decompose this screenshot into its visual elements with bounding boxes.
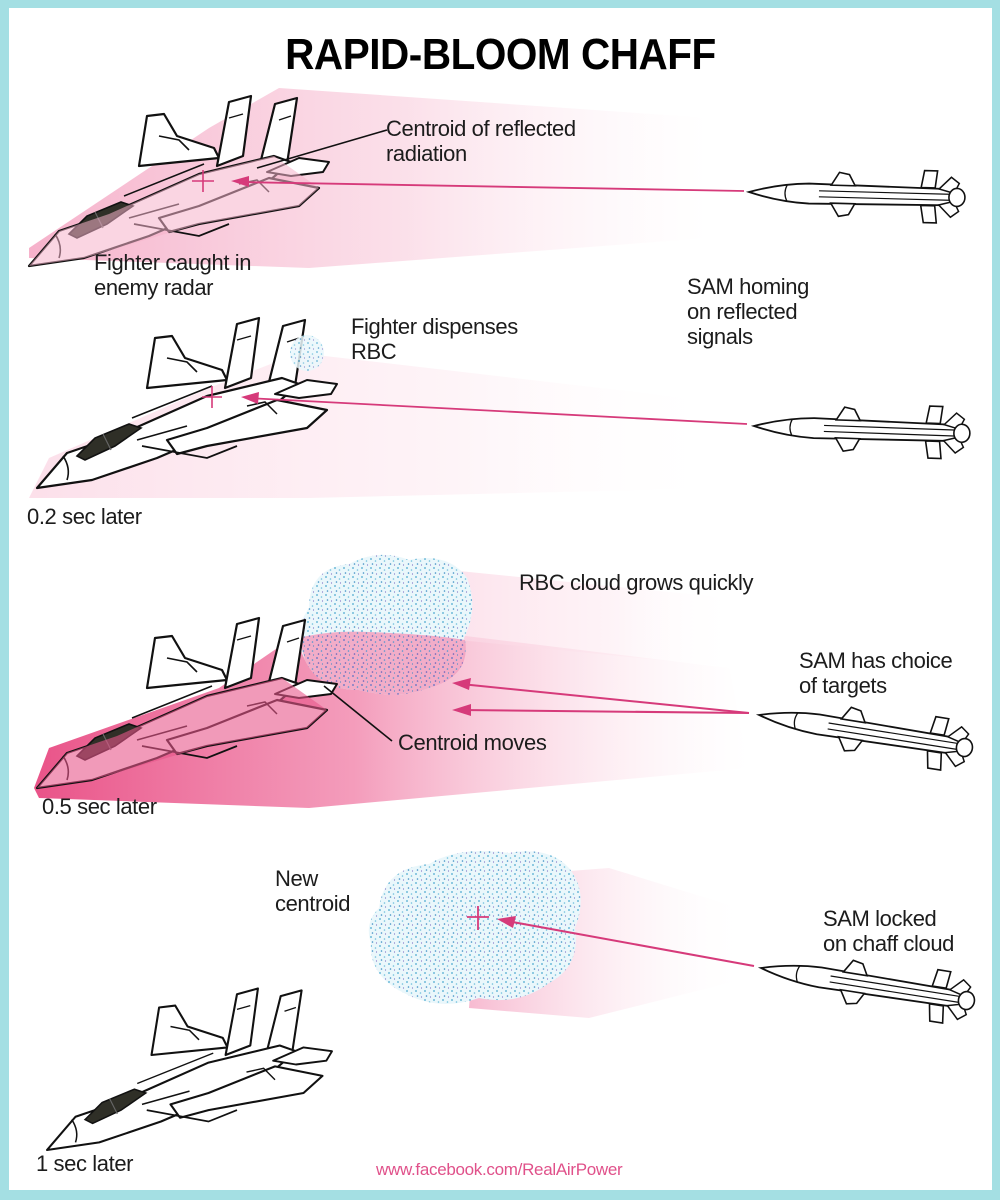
signal-arrowhead bbox=[452, 704, 471, 716]
radar-signal-line bbox=[460, 709, 750, 714]
signal-arrowhead bbox=[231, 176, 249, 187]
signal-arrowhead bbox=[241, 392, 259, 404]
signal-arrowhead bbox=[452, 678, 471, 690]
sam-missile-icon bbox=[752, 399, 972, 461]
radar-signal-line bbox=[460, 683, 750, 714]
panel-4 bbox=[45, 851, 980, 1152]
panel-1 bbox=[27, 88, 967, 268]
label-centroid-reflected: Centroid of reflected radiation bbox=[386, 116, 576, 166]
label-fighter-dispenses: Fighter dispenses RBC bbox=[351, 314, 518, 364]
radar-signal-line bbox=[246, 397, 748, 425]
fighter-jet-icon bbox=[45, 987, 334, 1152]
crosshair-icon bbox=[192, 170, 214, 192]
label-rbc-cloud-grows: RBC cloud grows quickly bbox=[519, 570, 754, 595]
radar-signal-line bbox=[236, 181, 745, 192]
signal-arrowhead bbox=[497, 916, 516, 928]
label-time-1: 1 sec later bbox=[36, 1151, 134, 1176]
diagram-artwork bbox=[27, 88, 980, 1152]
diagram-title: RAPID-BLOOM CHAFF bbox=[285, 30, 716, 79]
label-centroid-moves: Centroid moves bbox=[398, 730, 547, 755]
crosshair-icon bbox=[467, 906, 489, 930]
source-credit-link[interactable]: www.facebook.com/RealAirPower bbox=[376, 1160, 623, 1179]
crosshair-icon bbox=[202, 386, 222, 408]
centroid-leader-line bbox=[256, 129, 388, 169]
chaff-cloud-icon bbox=[290, 335, 324, 371]
centroid-leader-line bbox=[323, 685, 393, 742]
fighter-pink-overlay bbox=[37, 678, 327, 788]
label-fighter-caught: Fighter caught in enemy radar bbox=[94, 250, 252, 300]
radar-beam-strong bbox=[34, 634, 749, 808]
label-time-0-2: 0.2 sec later bbox=[27, 504, 142, 529]
panel-2 bbox=[29, 316, 972, 498]
label-sam-homing: SAM homing on reflected signals bbox=[687, 274, 809, 349]
label-new-centroid: New centroid bbox=[275, 866, 351, 916]
diagram-canvas: RAPID-BLOOM CHAFF Centroid of reflected … bbox=[9, 8, 992, 1190]
label-sam-choice: SAM has choice of targets bbox=[799, 648, 953, 698]
chaff-cloud-icon bbox=[368, 851, 581, 1004]
chaff-cloud-icon bbox=[298, 554, 473, 695]
panel-3 bbox=[34, 554, 978, 808]
radar-beam bbox=[29, 353, 729, 498]
radar-signal-line bbox=[506, 920, 755, 967]
label-time-0-5: 0.5 sec later bbox=[42, 794, 157, 819]
label-sam-locked: SAM locked on chaff cloud bbox=[823, 906, 954, 956]
sam-missile-icon bbox=[754, 688, 978, 776]
sam-missile-icon bbox=[747, 165, 967, 225]
radar-beam-upper bbox=[429, 568, 739, 668]
